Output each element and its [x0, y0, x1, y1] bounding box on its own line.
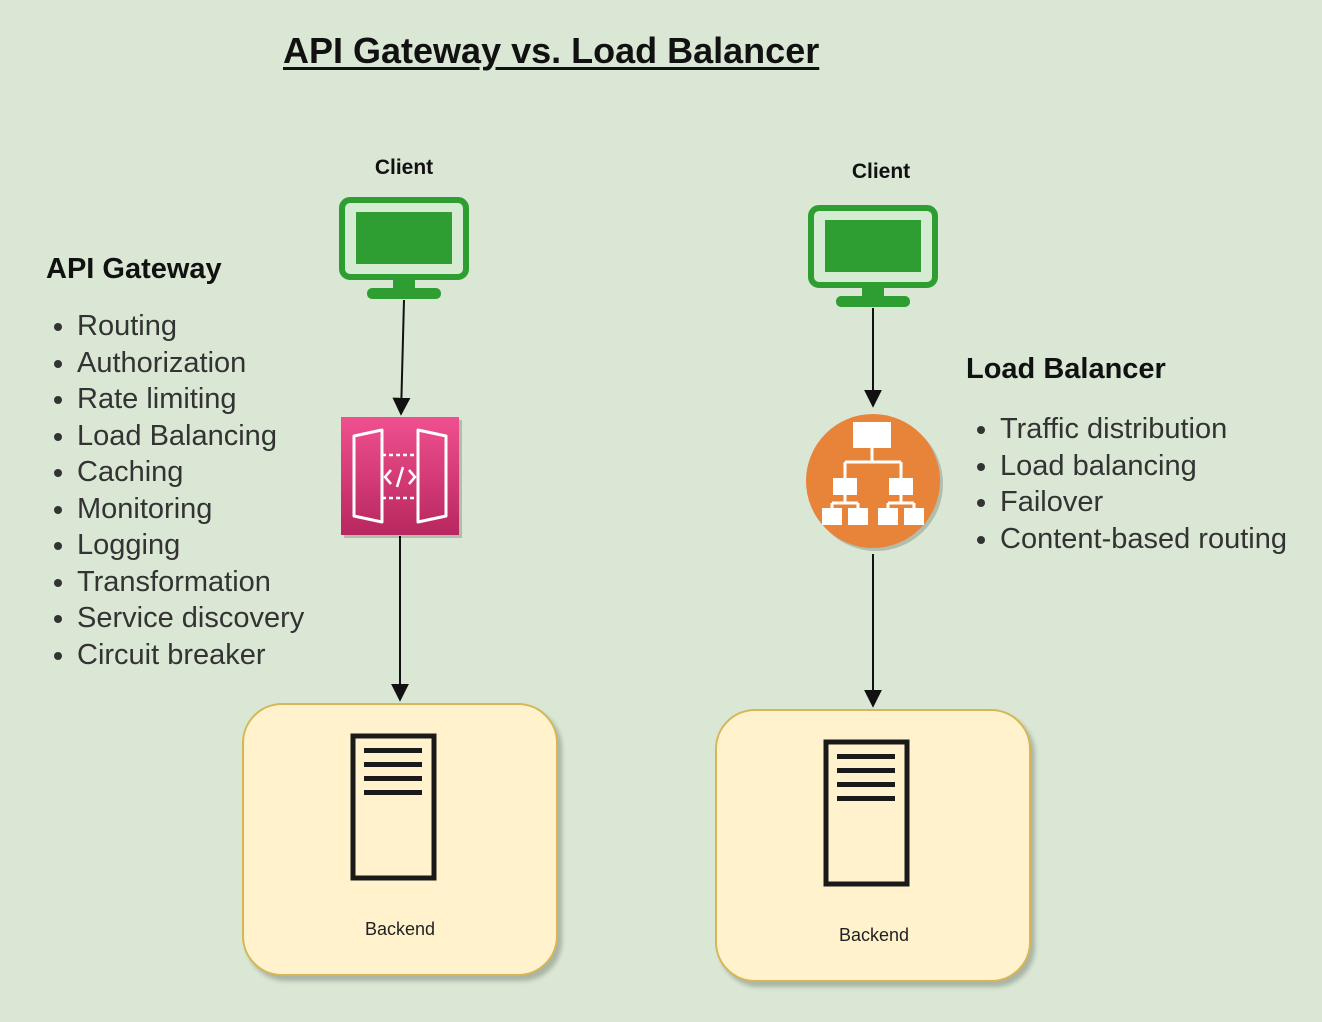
- api-gateway-icon: [341, 417, 462, 538]
- list-item: Caching: [77, 454, 304, 491]
- list-item: Service discovery: [77, 600, 304, 637]
- arrow-client-to-gateway: [392, 299, 411, 416]
- list-item: Load Balancing: [77, 418, 304, 455]
- api-gateway-heading: API Gateway: [46, 253, 222, 285]
- left-backend-label: Backend: [364, 919, 436, 939]
- list-item: Traffic distribution: [1000, 411, 1287, 448]
- list-item: Authorization: [77, 345, 304, 382]
- load-balancer-heading: Load Balancer: [966, 353, 1166, 385]
- list-item: Failover: [1000, 484, 1287, 521]
- right-client-label: Client: [851, 160, 911, 183]
- left-client-monitor-icon: [339, 197, 469, 299]
- load-balancer-features: Traffic distribution Load balancing Fail…: [970, 411, 1287, 557]
- right-backend-server-icon: [823, 739, 910, 887]
- left-backend-server-icon: [350, 733, 437, 881]
- list-item: Rate limiting: [77, 381, 304, 418]
- list-item: Content-based routing: [1000, 521, 1287, 558]
- list-item: Logging: [77, 527, 304, 564]
- api-gateway-features: Routing Authorization Rate limiting Load…: [47, 308, 304, 673]
- right-client-monitor-icon: [808, 205, 938, 307]
- right-backend-label: Backend: [838, 925, 910, 945]
- left-client-label: Client: [374, 156, 434, 179]
- diagram-title: API Gateway vs. Load Balancer: [283, 30, 820, 71]
- list-item: Load balancing: [1000, 448, 1287, 485]
- list-item: Monitoring: [77, 491, 304, 528]
- list-item: Circuit breaker: [77, 637, 304, 674]
- list-item: Routing: [77, 308, 304, 345]
- list-item: Transformation: [77, 564, 304, 601]
- load-balancer-icon: [806, 414, 943, 551]
